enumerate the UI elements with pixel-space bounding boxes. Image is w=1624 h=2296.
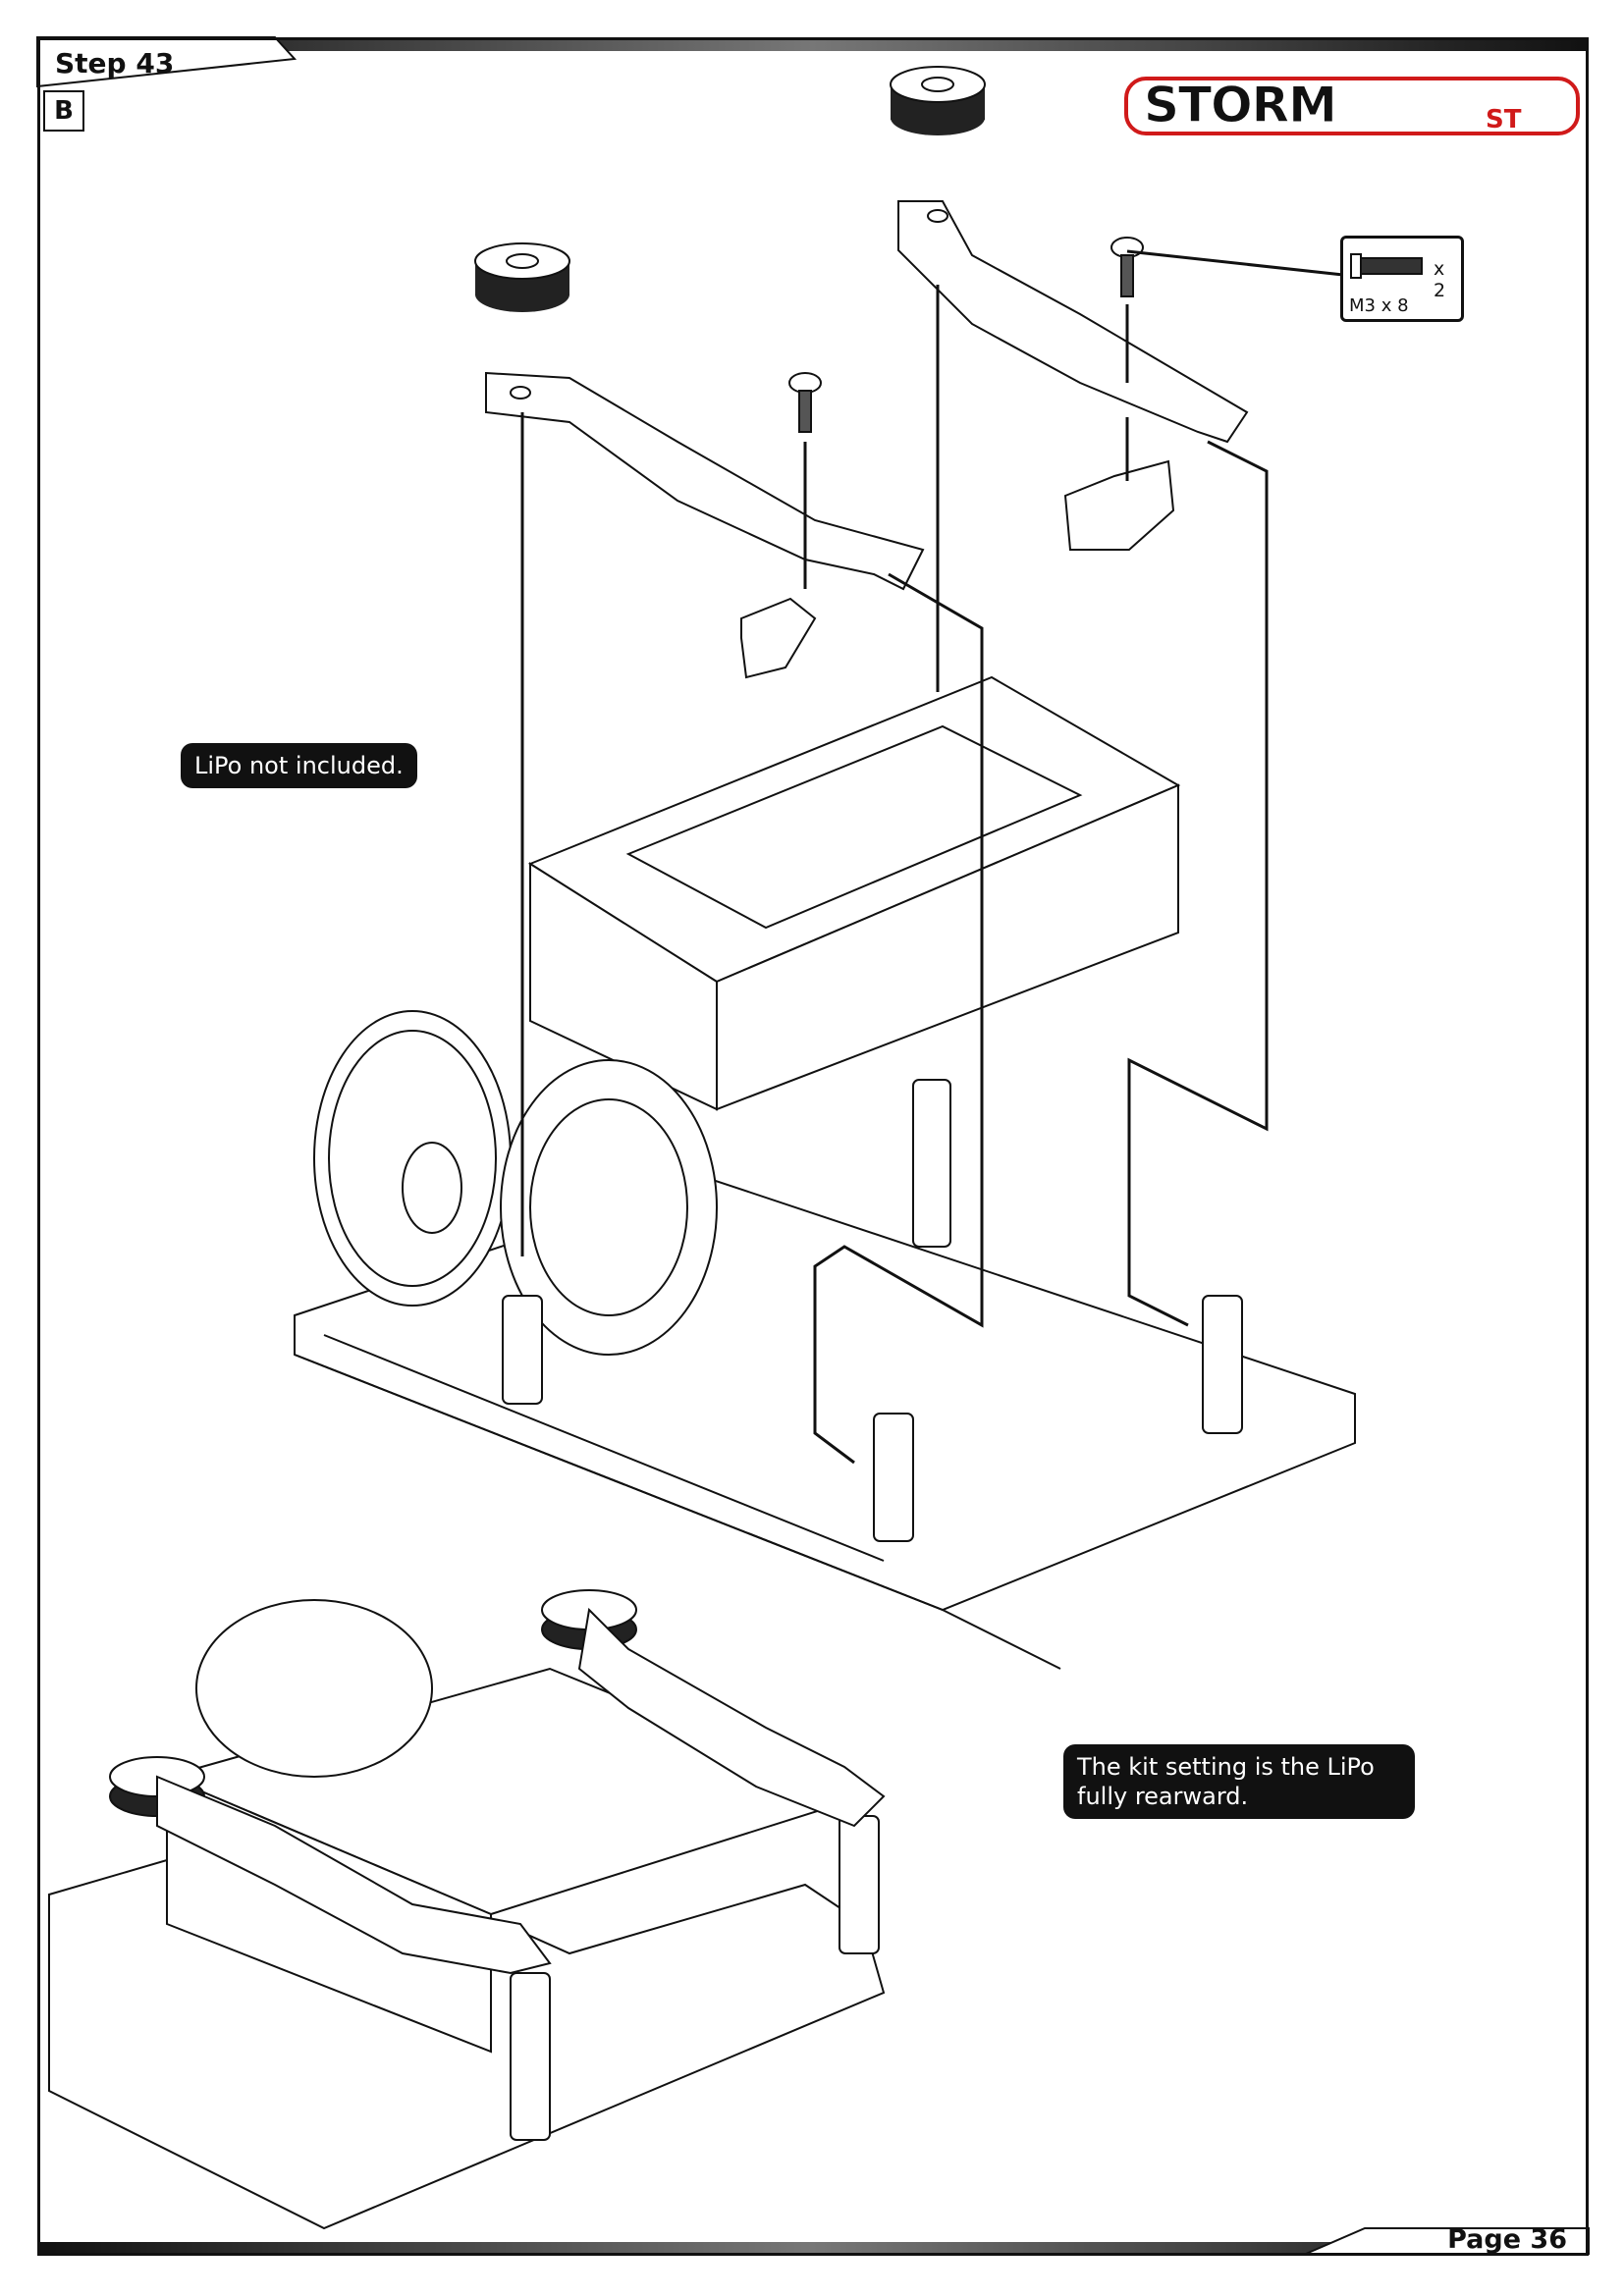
- hardware-callout: x 2 M3 x 8: [1340, 236, 1464, 322]
- lipo-note: LiPo not included.: [181, 743, 417, 788]
- thumb-nut-left: [474, 242, 570, 312]
- thumb-nut-right: [890, 66, 986, 135]
- page-border: [37, 37, 1589, 2256]
- screw-left: [788, 372, 822, 433]
- battery-posts: [502, 1079, 1243, 1542]
- screw-icon: [1350, 253, 1423, 279]
- svg-text:STORM: STORM: [1144, 77, 1336, 133]
- battery-strap-left: [485, 371, 925, 679]
- brand-logo: STORM ST: [1124, 77, 1580, 135]
- svg-text:ST: ST: [1486, 105, 1522, 134]
- motor-gear-assembly: [313, 1010, 718, 1356]
- hardware-quantity: x 2: [1434, 258, 1446, 301]
- hardware-size: M3 x 8: [1349, 295, 1409, 316]
- kit-setting-note: The kit setting is the LiPo fully rearwa…: [1063, 1744, 1415, 1819]
- kit-setting-line-2: fully rearward.: [1077, 1783, 1249, 1810]
- inset-assembled-view: [48, 1589, 886, 2230]
- kit-setting-line-1: The kit setting is the LiPo: [1077, 1753, 1375, 1781]
- lipo-battery: [527, 675, 1181, 1111]
- substep-badge: B: [43, 90, 84, 132]
- battery-strap-right: [897, 200, 1249, 551]
- step-label: Step 43: [55, 47, 175, 80]
- assembly-lines: [520, 249, 1344, 1465]
- page-number: Page 36: [1447, 2224, 1567, 2255]
